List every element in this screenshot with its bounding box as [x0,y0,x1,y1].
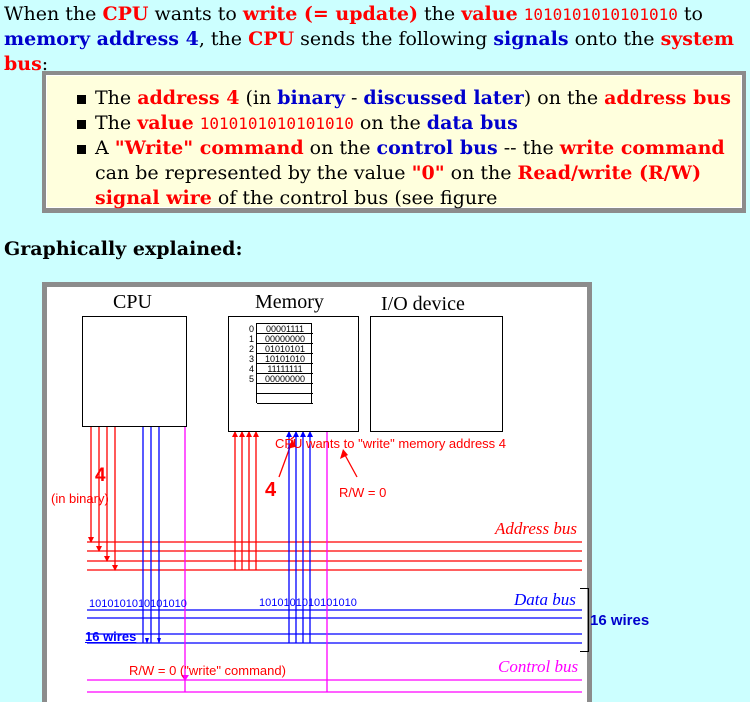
memory-cell-empty [257,394,313,404]
control-bus-lines [87,427,582,693]
rw-zero-label: R/W = 0 [339,485,387,500]
memory-address-index: 2 [248,344,254,354]
data-bits-mid: 1010101010101010 [259,597,357,609]
memory-cell: 10101010 [257,354,313,364]
signal-list: The address 4 (in binary - discussed lat… [75,86,733,211]
memory-address-index: 5 [248,374,254,384]
four-mid-label: 4 [265,479,277,501]
control-arrowhead [181,675,189,681]
memory-label: Memory [255,291,324,313]
memory-cell: 01010101 [257,344,313,354]
data-bus-bracket [580,588,589,652]
address-bus-label: Address bus [495,519,578,538]
bus-wires [87,427,582,693]
intro-paragraph: When the CPU wants to write (= update) t… [4,3,734,75]
control-bus-label: Control bus [498,657,579,676]
sixteen-wires-inner: 16 wires [85,629,137,644]
io-device-label: I/O device [381,293,465,315]
section-heading: Graphically explained: [4,238,243,260]
memory-address-index: 1 [248,334,254,344]
cpu-wants-annotation: CPU wants to "write" memory address 4 [275,436,507,451]
data-arrowheads [145,431,313,644]
in-binary-label: (in binary) [51,491,109,506]
list-item: The value 1010101010101010 on the data b… [75,111,733,136]
data-bus-label: Data bus [514,590,576,609]
list-item: A "Write" command on the control bus -- … [75,136,733,211]
sixteen-wires-outer: 16 wires [590,612,650,629]
memory-address-index: 3 [248,354,254,364]
memory-cell: 11111111 [257,364,313,374]
memory-cell: 00001111 [257,324,313,334]
four-left-label: 4 [95,465,106,486]
cpu-label: CPU [113,291,152,313]
memory-cell: 00000000 [257,334,313,344]
rw-write-command-label: R/W = 0 ("write" command) [129,663,286,678]
memory-cell-empty [257,384,313,394]
note-box: The address 4 (in binary - discussed lat… [42,71,746,213]
io-device-block [370,316,503,432]
memory-address-index: 0 [248,324,254,334]
memory-cell: 00000000 [257,374,313,384]
address-arrowheads [88,431,348,571]
address-bus-lines [87,427,582,571]
cpu-block [82,316,187,427]
list-item: The address 4 (in binary - discussed lat… [75,86,733,111]
memory-address-index: 4 [248,364,254,374]
data-bits-left: 1010101010101010 [89,598,187,610]
data-bus-lines [87,427,582,644]
